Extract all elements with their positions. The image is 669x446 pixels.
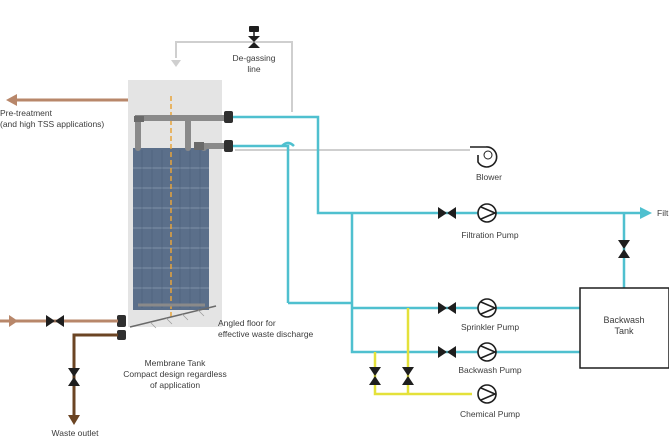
filtration-pump-label: Filtration Pump xyxy=(461,230,519,240)
filtrate-lines xyxy=(233,115,640,354)
backwash-tank[interactable] xyxy=(579,287,669,369)
membrane-tank-label: Membrane Tank Compact design regardless … xyxy=(120,358,230,391)
pretreatment-text-1: Pre-treatment xyxy=(0,108,52,118)
pretreatment-arrow-icon xyxy=(6,94,17,106)
sprinkler-pump-label: Sprinkler Pump xyxy=(460,322,520,332)
angled-floor-text-2: effective waste discharge xyxy=(218,329,314,339)
tank-nozzles xyxy=(117,111,233,340)
sprinkler-pump-icon[interactable] xyxy=(477,298,498,318)
membrane-tank-text-3: of application xyxy=(149,380,201,390)
valve-icon[interactable] xyxy=(68,368,80,386)
chemical-pump-label: Chemical Pump xyxy=(460,409,520,419)
feed-arrow-icon xyxy=(9,315,18,327)
valve-icon[interactable] xyxy=(46,315,64,327)
valve-icon[interactable] xyxy=(438,346,456,358)
valve-icon[interactable] xyxy=(369,367,381,385)
blower-icon[interactable] xyxy=(470,146,498,168)
angled-floor-text-1: Angled floor for xyxy=(218,318,276,328)
backwash-pump-label: Backwash Pump xyxy=(458,365,522,375)
degassing-line xyxy=(175,41,470,151)
valve-icon[interactable] xyxy=(438,207,456,219)
valve-icon[interactable] xyxy=(402,367,414,385)
backwash-tank-text-2: Tank xyxy=(614,326,634,336)
membrane-tank-text-1: Membrane Tank xyxy=(144,358,206,368)
backwash-tank-label: Backwash Tank xyxy=(594,315,654,337)
degassing-line-text-2: line xyxy=(247,64,261,74)
backwash-pump-icon[interactable] xyxy=(477,342,498,362)
angled-floor-label: Angled floor for effective waste dischar… xyxy=(218,318,313,340)
filtration-pump-icon[interactable] xyxy=(477,203,498,223)
filtrate-out-arrow-icon xyxy=(640,207,652,219)
pretreatment-text-2: (and high TSS applications) xyxy=(0,119,105,129)
degassing-line-label: De-gassing line xyxy=(224,53,284,75)
waste-arrow-icon xyxy=(68,415,80,425)
membrane-tank-text-2: Compact design regardless xyxy=(123,369,227,379)
degassing-line-text-1: De-gassing xyxy=(232,53,276,63)
membrane-module xyxy=(133,96,209,320)
angled-floor xyxy=(129,305,217,328)
pretreatment-label: Pre-treatment (and high TSS applications… xyxy=(0,108,104,130)
waste-line xyxy=(72,333,118,420)
backwash-tank-text-1: Backwash xyxy=(603,315,645,325)
blower-label: Blower xyxy=(476,172,502,182)
degassing-arrow-icon xyxy=(171,60,181,67)
chemical-pump-icon[interactable] xyxy=(477,384,498,404)
valve-icon[interactable] xyxy=(248,26,260,48)
valve-icon[interactable] xyxy=(438,302,456,314)
waste-outlet-label: Waste outlet xyxy=(51,428,99,438)
filtrate-out-label: Filt xyxy=(657,208,669,218)
valve-icon[interactable] xyxy=(618,240,630,258)
